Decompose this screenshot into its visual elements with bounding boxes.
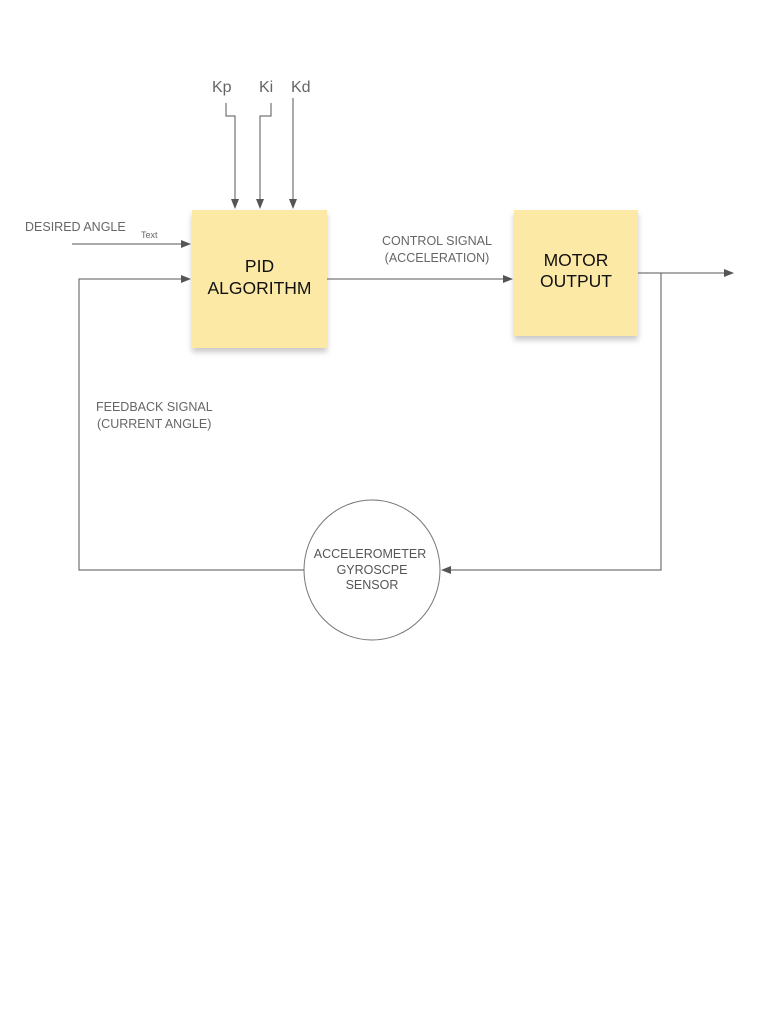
- kd-label: Kd: [291, 79, 311, 96]
- motor-output-block[interactable]: [514, 210, 638, 336]
- feedback-signal-label-line2: (CURRENT ANGLE): [97, 417, 211, 431]
- ki-label: Ki: [259, 79, 273, 96]
- sensor-label-line2: GYROSCPE: [337, 563, 408, 577]
- input-arrow-text-tag: Text: [141, 230, 158, 240]
- sensor-label-line1: ACCELEROMETER: [314, 547, 427, 561]
- sensor-label-line3: SENSOR: [346, 578, 399, 592]
- ki-arrow: [256, 103, 272, 209]
- pid-block-label-line2: ALGORITHM: [207, 278, 311, 298]
- pid-algorithm-block[interactable]: [192, 210, 327, 348]
- desired-angle-label: DESIRED ANGLE: [25, 220, 126, 234]
- control-signal-label-line1: CONTROL SIGNAL: [382, 234, 492, 248]
- motor-block-label-line2: OUTPUT: [540, 271, 612, 291]
- feedback-signal-label-line1: FEEDBACK SIGNAL: [96, 400, 213, 414]
- control-signal-label-line2: (ACCELERATION): [385, 251, 490, 265]
- kp-label: Kp: [212, 79, 232, 96]
- motor-block-label-line1: MOTOR: [544, 250, 609, 270]
- output-to-sensor-arrow: [441, 273, 662, 574]
- pid-block-label-line1: PID: [245, 256, 274, 276]
- kp-arrow: [225, 103, 239, 209]
- feedback-arrow: [78, 275, 304, 571]
